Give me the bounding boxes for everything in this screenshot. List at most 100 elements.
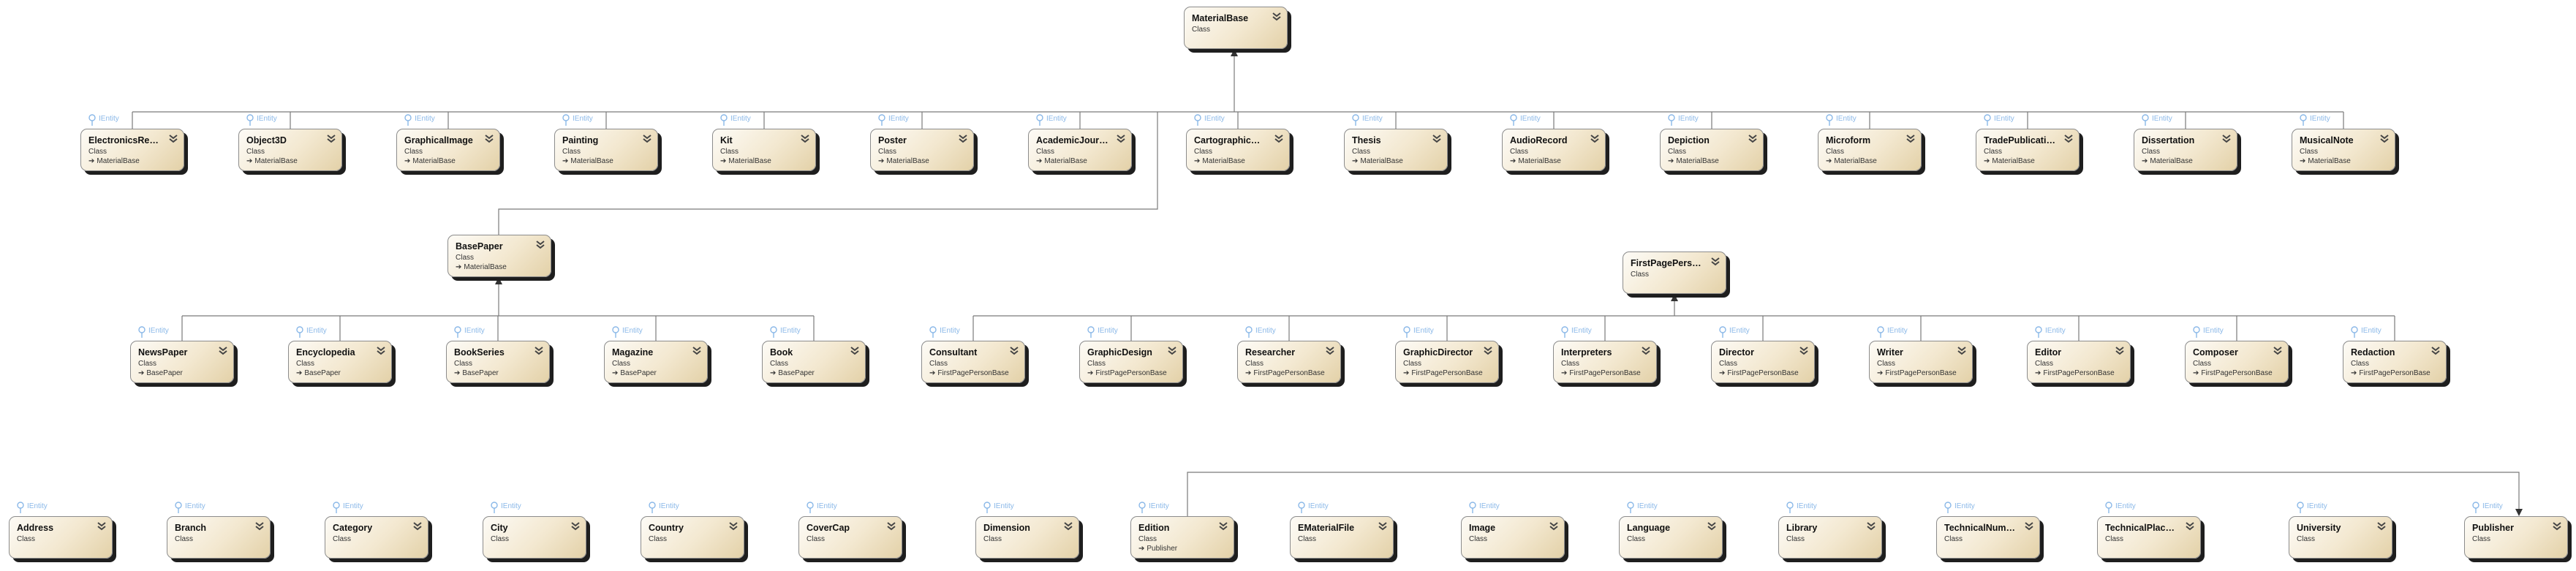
class-box-technical-placeholder[interactable]: TechnicalPlaceholderClass (2097, 516, 2201, 559)
expand-chevron-icon[interactable] (691, 345, 703, 357)
expand-chevron-icon[interactable] (1271, 11, 1283, 23)
expand-chevron-icon[interactable] (1062, 521, 1074, 532)
expand-chevron-icon[interactable] (1217, 521, 1229, 532)
expand-chevron-icon[interactable] (2376, 521, 2387, 532)
expand-chevron-icon[interactable] (849, 345, 861, 357)
expand-chevron-icon[interactable] (1640, 345, 1652, 357)
expand-chevron-icon[interactable] (2379, 133, 2390, 145)
expand-chevron-icon[interactable] (535, 239, 546, 251)
expand-chevron-icon[interactable] (217, 345, 229, 357)
class-box-cartographic-material[interactable]: CartographicMa...Class➔MaterialBase (1186, 129, 1290, 171)
expand-chevron-icon[interactable] (2184, 521, 2196, 532)
expand-chevron-icon[interactable] (2551, 521, 2563, 532)
expand-chevron-icon[interactable] (1589, 133, 1601, 145)
expand-chevron-icon[interactable] (1482, 345, 1494, 357)
expand-chevron-icon[interactable] (1905, 133, 1916, 145)
expand-chevron-icon[interactable] (1798, 345, 1810, 357)
expand-chevron-icon[interactable] (1377, 521, 1389, 532)
expand-chevron-icon[interactable] (1956, 345, 1968, 357)
expand-chevron-icon[interactable] (2430, 345, 2441, 357)
expand-chevron-icon[interactable] (1324, 345, 1336, 357)
expand-chevron-icon[interactable] (96, 521, 107, 532)
expand-chevron-icon[interactable] (167, 133, 179, 145)
expand-chevron-icon[interactable] (1865, 521, 1877, 532)
class-box-electronics-resource[interactable]: ElectronicsReso...Class➔MaterialBase (80, 129, 184, 171)
expand-chevron-icon[interactable] (728, 521, 739, 532)
expand-chevron-icon[interactable] (533, 345, 545, 357)
expand-chevron-icon[interactable] (1166, 345, 1178, 357)
expand-chevron-icon[interactable] (1008, 345, 1020, 357)
interface-lollipop-icon (1719, 326, 1726, 338)
expand-chevron-icon[interactable] (1115, 133, 1127, 145)
expand-chevron-icon[interactable] (483, 133, 495, 145)
expand-chevron-icon[interactable] (1431, 133, 1443, 145)
expand-chevron-icon[interactable] (2221, 133, 2232, 145)
expand-chevron-icon[interactable] (799, 133, 811, 145)
expand-chevron-icon[interactable] (412, 521, 423, 532)
expand-chevron-icon[interactable] (957, 133, 969, 145)
expand-chevron-icon[interactable] (2023, 521, 2035, 532)
expand-chevron-icon[interactable] (1706, 521, 1718, 532)
expand-chevron-icon[interactable] (1273, 133, 1285, 145)
expand-chevron-icon[interactable] (641, 133, 653, 145)
expand-chevron-icon[interactable] (2272, 345, 2284, 357)
expand-chevron-icon[interactable] (1710, 256, 1721, 268)
expand-chevron-icon[interactable] (325, 133, 337, 145)
interface-lollipop-icon (1036, 114, 1043, 126)
expand-chevron-icon[interactable] (254, 521, 265, 532)
expand-chevron-icon[interactable] (570, 521, 581, 532)
expand-chevron-icon[interactable] (2114, 345, 2126, 357)
expand-chevron-icon[interactable] (1548, 521, 1560, 532)
class-box-first-page-person-base[interactable]: FirstPagePerson...Class (1623, 252, 1726, 294)
expand-chevron-icon[interactable] (375, 345, 387, 357)
expand-chevron-icon[interactable] (1747, 133, 1759, 145)
expand-chevron-icon[interactable] (885, 521, 897, 532)
expand-chevron-icon[interactable] (2063, 133, 2074, 145)
